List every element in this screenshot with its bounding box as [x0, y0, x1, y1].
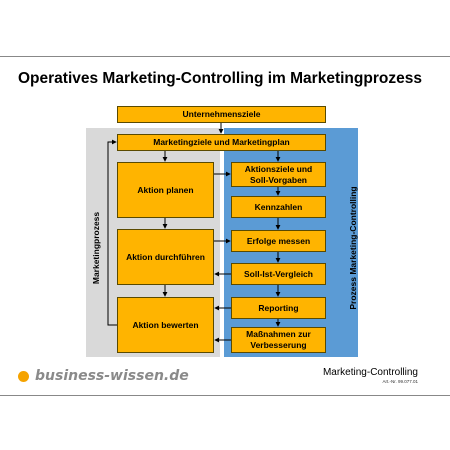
logo-text: business-wissen.de: [35, 368, 189, 384]
massnahmen-line2: Verbesserung: [250, 340, 307, 350]
aktion-durchfuehren-box: Aktion durchführen: [117, 229, 214, 285]
marketingziele-box: Marketingziele und Marketingplan: [117, 134, 326, 151]
logo-dot-icon: [18, 370, 29, 382]
aktionsziele-line2: Soll-Vorgaben: [250, 174, 307, 185]
aktionsziele-box: Aktionsziele und Soll-Vorgaben: [231, 162, 326, 187]
page-title: Operatives Marketing-Controlling im Mark…: [18, 70, 422, 87]
erfolge-messen-box: Erfolge messen: [231, 230, 326, 252]
business-wissen-logo: business-wissen.de: [18, 368, 189, 384]
massnahmen-line1: Maßnahmen zur: [246, 329, 311, 340]
aktionsziele-line1: Aktionsziele und: [244, 163, 313, 174]
slide-frame: [0, 56, 450, 396]
footer-doc-title: Marketing-Controlling: [322, 367, 418, 378]
footer-art-nr: Art.-Nr. 99.077.01: [382, 379, 418, 384]
unternehmensziele-box: Unternehmensziele: [117, 106, 326, 123]
aktion-bewerten-box: Aktion bewerten: [117, 297, 214, 353]
soll-ist-vergleich-box: Soll-Ist-Vergleich: [231, 263, 326, 285]
prozess-marketing-controlling-label: Prozess Marketing-Controlling: [348, 186, 358, 310]
aktion-planen-box: Aktion planen: [117, 162, 214, 218]
reporting-box: Reporting: [231, 297, 326, 319]
massnahmen-box: Maßnahmen zur Verbesserung: [231, 327, 326, 353]
kennzahlen-box: Kennzahlen: [231, 196, 326, 218]
marketingprozess-label: Marketingprozess: [91, 211, 101, 285]
